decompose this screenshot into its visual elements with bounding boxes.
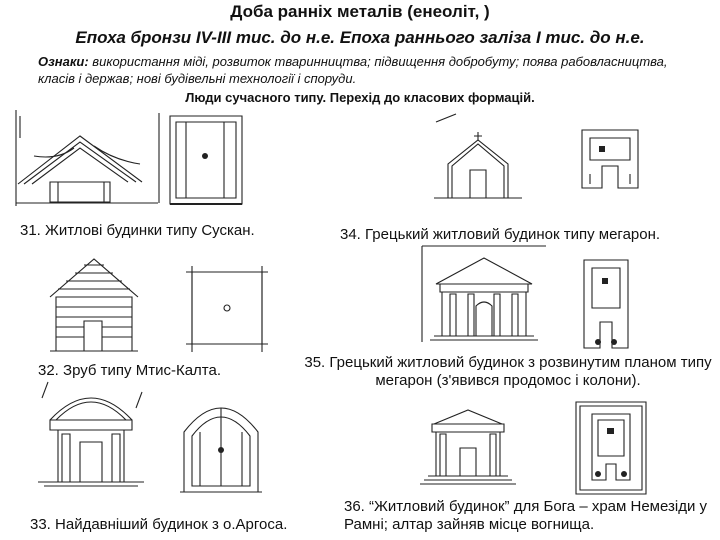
nemesis-temple-elevation bbox=[420, 402, 516, 488]
caption-34: 34. Грецький житловий будинок типу мегар… bbox=[340, 226, 661, 243]
nemesis-temple-plan bbox=[574, 400, 648, 496]
slide-subtitle: Епоха бронзи IV-III тис. до н.е. Епоха р… bbox=[75, 28, 645, 47]
caption-33: 33. Найдавніший будинок з о.Аргоса. bbox=[30, 516, 288, 533]
caption-36: 36. “Житловий будинок” для Бога – храм Н… bbox=[344, 498, 708, 533]
caption-32: 32. Зруб типу Мтис-Калта. bbox=[38, 362, 222, 379]
argos-house-elevation bbox=[36, 378, 146, 498]
suskan-house-elevation bbox=[14, 108, 162, 208]
slide-title: Доба ранніх металів (енеоліт, ) bbox=[230, 2, 490, 21]
developed-megaron-elevation bbox=[420, 244, 548, 344]
caption-31: 31. Житлові будинки типу Сускан. bbox=[20, 222, 255, 239]
suskan-house-plan bbox=[166, 112, 248, 208]
features-paragraph: Ознаки: використання міді, розвиток твар… bbox=[38, 53, 698, 87]
megaron-plan bbox=[574, 126, 646, 192]
megaron-elevation bbox=[430, 110, 526, 204]
log-house-plan bbox=[186, 266, 268, 352]
developed-megaron-plan bbox=[578, 256, 634, 352]
features-text: використання міді, розвиток тваринництва… bbox=[38, 54, 668, 86]
argos-house-plan bbox=[178, 392, 264, 496]
people-line: Люди сучасного типу. Перехід до класових… bbox=[185, 90, 535, 105]
features-label: Ознаки: bbox=[38, 54, 89, 69]
caption-35: 35. Грецький житловий будинок з розвинут… bbox=[304, 354, 712, 389]
log-house-elevation bbox=[48, 255, 140, 355]
